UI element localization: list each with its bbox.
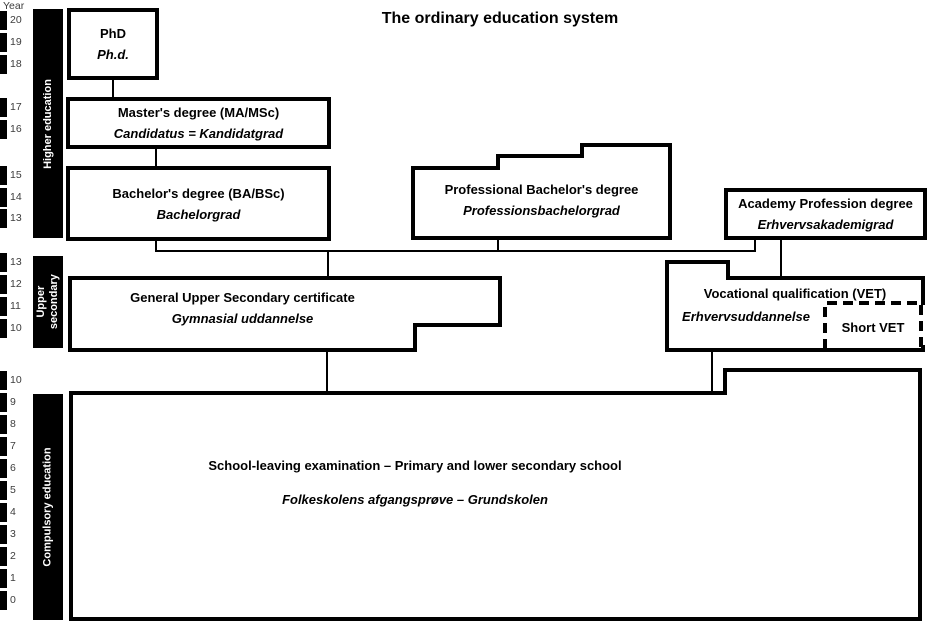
year-tick-label: 17 — [10, 101, 22, 113]
year-tick-mark — [0, 297, 7, 316]
box-master-degree: Master's degree (MA/MSc) Candidatus = Ka… — [66, 97, 331, 149]
year-tick-label: 11 — [10, 300, 21, 312]
year-tick-mark — [0, 503, 7, 522]
year-tick-mark — [0, 415, 7, 434]
year-tick-label: 19 — [10, 36, 22, 48]
year-tick-mark — [0, 459, 7, 478]
box-bachelor-degree: Bachelor's degree (BA/BSc) Bachelorgrad — [66, 166, 331, 241]
box-short-vet-title: Short VET — [841, 320, 905, 335]
stage-bar-label: Higher education — [42, 78, 54, 169]
box-vocational-fill — [667, 262, 923, 350]
year-tick-label: 7 — [10, 440, 16, 452]
year-tick-label: 15 — [10, 169, 22, 181]
year-tick-mark — [0, 319, 7, 338]
year-tick-label: 13 — [10, 256, 22, 268]
year-tick-mark — [0, 209, 7, 228]
year-tick-label: 10 — [10, 374, 22, 386]
year-tick-mark — [0, 393, 7, 412]
year-tick-label: 20 — [10, 14, 22, 26]
year-tick-mark — [0, 253, 7, 272]
year-tick-mark — [0, 547, 7, 566]
stage-bar-higher-education: Higher education — [33, 9, 63, 238]
year-tick-mark — [0, 166, 7, 185]
year-tick-mark — [0, 33, 7, 52]
year-tick-label: 5 — [10, 484, 16, 496]
year-tick-mark — [0, 188, 7, 207]
box-general-upper-secondary-text: General Upper Secondary certificate Gymn… — [70, 287, 415, 329]
year-tick-mark — [0, 371, 7, 390]
box-title: Professional Bachelor's degree — [444, 182, 639, 197]
year-axis-title: Year — [3, 0, 25, 12]
box-title: Academy Profession degree — [738, 196, 913, 211]
box-title: PhD — [100, 26, 126, 41]
box-phd: PhD Ph.d. — [67, 8, 159, 80]
box-title: Master's degree (MA/MSc) — [117, 105, 280, 120]
year-tick-label: 6 — [10, 462, 16, 474]
box-school-leaving-shape — [69, 368, 922, 621]
year-tick-mark — [0, 55, 7, 74]
stage-bar-upper-secondary: Upper secondary — [33, 256, 63, 348]
box-subtitle: Professionsbachelorgrad — [463, 203, 620, 218]
box-school-leaving-title: School-leaving examination – Primary and… — [208, 458, 622, 473]
year-tick-mark — [0, 437, 7, 456]
year-tick-mark — [0, 569, 7, 588]
year-tick-mark — [0, 120, 7, 139]
year-tick-mark — [0, 98, 7, 117]
box-short-vet-dashed-outline — [823, 301, 923, 349]
box-subtitle: Candidatus = Kandidatgrad — [113, 126, 284, 141]
year-tick-mark — [0, 591, 7, 610]
year-tick-label: 14 — [10, 191, 22, 203]
box-vocational-outline — [665, 260, 925, 352]
year-tick-label: 4 — [10, 506, 16, 518]
year-tick-label: 3 — [10, 528, 16, 540]
stage-bar-label: Upper secondary — [35, 274, 60, 330]
year-tick-label: 8 — [10, 418, 16, 430]
year-tick-label: 18 — [10, 58, 22, 70]
diagram-title: The ordinary education system — [381, 10, 619, 27]
year-tick-mark — [0, 481, 7, 500]
year-tick-label: 12 — [10, 278, 22, 290]
year-tick-label: 2 — [10, 550, 16, 562]
year-tick-mark — [0, 11, 7, 30]
box-professional-bachelor-text: Professional Bachelor's degree Professio… — [413, 179, 670, 221]
box-academy-profession-degree: Academy Profession degree Erhvervsakadem… — [724, 188, 927, 240]
box-title: General Upper Secondary certificate — [130, 290, 355, 305]
box-subtitle: Gymnasial uddannelse — [171, 311, 314, 326]
box-vocational-subtitle: Erhvervsuddannelse — [682, 309, 810, 324]
box-subtitle: Erhvervsakademigrad — [757, 217, 894, 232]
stage-bar-compulsory-education: Compulsory education — [33, 394, 63, 620]
box-subtitle: Bachelorgrad — [156, 206, 241, 222]
box-professional-bachelor-shape — [411, 143, 672, 240]
year-tick-label: 9 — [10, 396, 16, 408]
year-tick-mark — [0, 275, 7, 294]
year-tick-label: 13 — [10, 212, 22, 224]
box-general-upper-secondary-shape — [68, 276, 502, 352]
year-tick-label: 10 — [10, 322, 22, 334]
box-title: Bachelor's degree (BA/BSc) — [112, 185, 285, 201]
year-tick-label: 16 — [10, 123, 22, 135]
stage-bar-label: Compulsory education — [42, 447, 54, 567]
box-school-leaving-subtitle: Folkeskolens afgangsprøve – Grundskolen — [282, 492, 548, 507]
year-tick-label: 0 — [10, 594, 16, 606]
box-vocational-title: Vocational qualification (VET) — [703, 286, 887, 301]
box-subtitle: Ph.d. — [97, 47, 129, 62]
year-tick-mark — [0, 525, 7, 544]
year-tick-label: 1 — [10, 572, 16, 584]
